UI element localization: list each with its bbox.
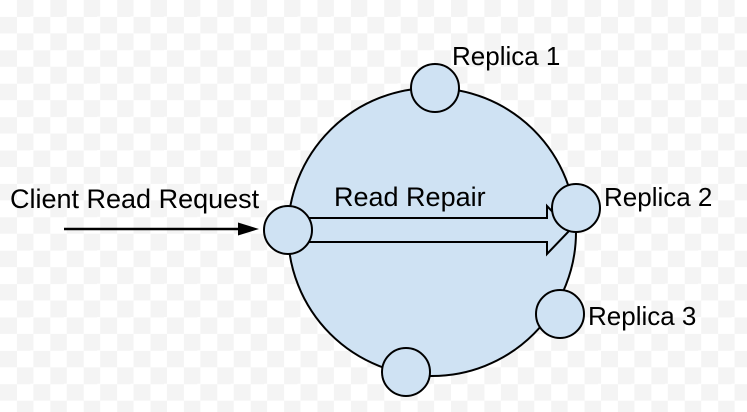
node-replica-3 bbox=[535, 289, 585, 339]
replica-3-label: Replica 3 bbox=[588, 301, 697, 331]
client-read-request-label: Client Read Request bbox=[10, 184, 260, 214]
node-bottom bbox=[381, 347, 431, 397]
client-request-arrow-head bbox=[238, 222, 259, 236]
read-repair-arrow bbox=[305, 203, 572, 257]
node-replica-1 bbox=[410, 63, 460, 113]
replica-2-label: Replica 2 bbox=[604, 182, 713, 212]
node-left-coordinator bbox=[263, 205, 313, 255]
replica-1-label: Replica 1 bbox=[452, 41, 561, 71]
read-repair-label: Read Repair bbox=[334, 182, 486, 212]
node-replica-2 bbox=[551, 183, 601, 233]
